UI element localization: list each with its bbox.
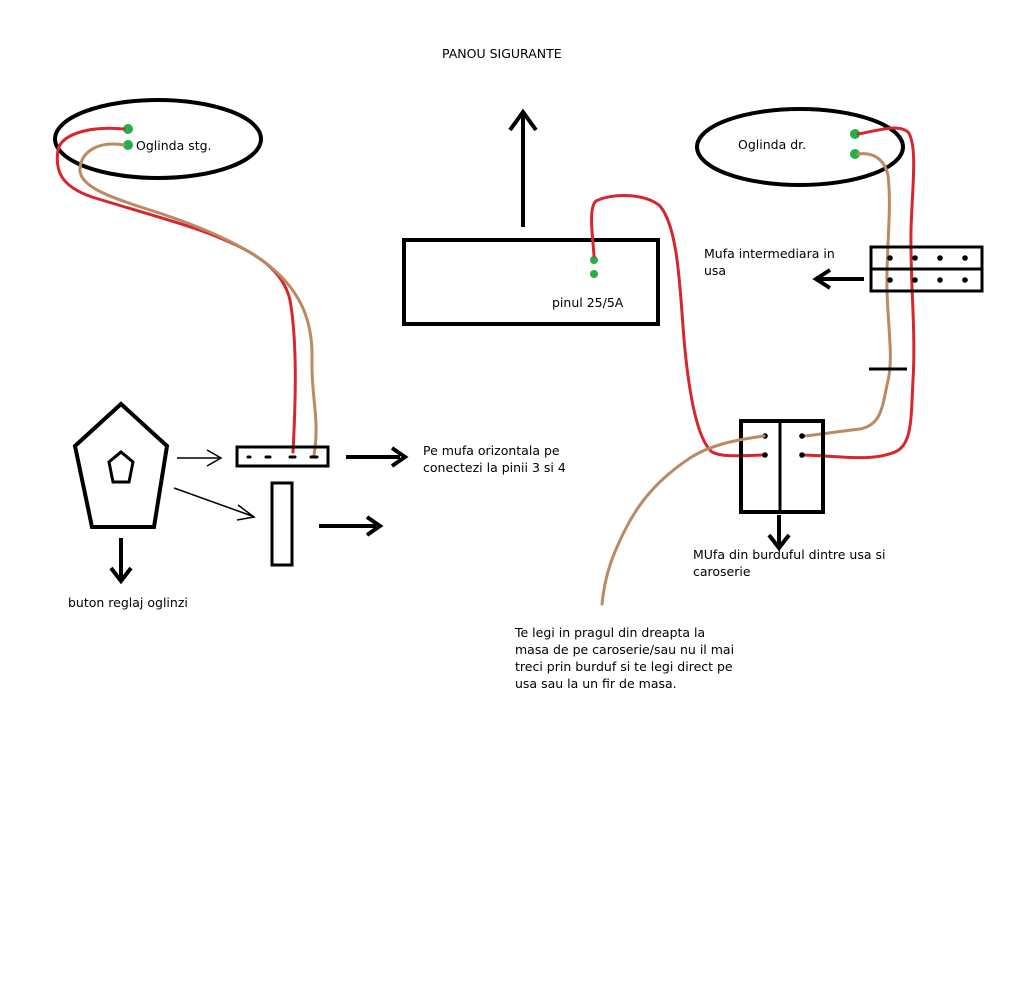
left-mirror-pin-ground <box>123 140 133 150</box>
vertical-connector <box>270 481 294 567</box>
horizontal-connector-label: Pe mufa orizontala pe conectezi la pinii… <box>423 443 566 475</box>
boot-connector-label: MUfa din burduful dintre usa si caroseri… <box>693 547 886 579</box>
horizontal-connector <box>235 445 330 468</box>
fuse-box <box>402 238 660 326</box>
switch-to-horizontal-arrow-head <box>206 449 223 467</box>
fuse-pin-2 <box>590 270 598 278</box>
left-mirror-pin-power <box>123 124 133 134</box>
switch-to-vertical-arrow <box>173 487 253 517</box>
mirror-switch-label: buton reglaj oglinzi <box>68 595 188 610</box>
door-connector-arrow-head <box>812 268 832 290</box>
fuse-panel-title: PANOU SIGURANTE <box>442 46 562 61</box>
boot-connector-pins <box>762 433 805 458</box>
vertical-connector-arrow-head <box>365 515 384 537</box>
door-connector-bottom <box>869 267 984 293</box>
left-mirror-label: Oglinda stg. <box>136 138 212 153</box>
right-mirror-pin-ground <box>850 149 860 159</box>
left-mirror-ground-wire <box>78 142 318 457</box>
fuse-power-wire <box>590 194 766 458</box>
left-mirror-outline <box>53 98 263 180</box>
fuse-pin-label: pinul 25/5A <box>552 295 624 310</box>
fuse-pin-1 <box>590 256 598 264</box>
sill-ground-wire <box>600 434 766 606</box>
mirror-switch-arrow-head <box>109 566 133 585</box>
horizontal-connector-arrow-head <box>390 446 409 468</box>
boot-connector <box>739 419 825 514</box>
ground-note-label: Te legi in pragul din dreapta la masa de… <box>515 625 735 691</box>
door-connector-pins <box>887 255 968 283</box>
boot-connector-arrow-head <box>767 533 791 552</box>
right-mirror-label: Oglinda dr. <box>738 137 807 152</box>
mirror-switch-inner <box>107 450 135 484</box>
left-mirror-power-wire <box>55 126 297 454</box>
door-connector-label: Mufa intermediara in usa <box>704 246 835 278</box>
fuse-panel-arrow-head <box>508 108 538 132</box>
right-mirror-pin-power <box>850 129 860 139</box>
switch-to-vertical-arrow-head <box>236 504 256 521</box>
right-mirror-ground-wire <box>802 152 892 438</box>
mirror-switch-outline <box>72 401 170 529</box>
right-mirror-power-wire <box>802 126 916 460</box>
right-mirror-outline <box>695 107 905 187</box>
